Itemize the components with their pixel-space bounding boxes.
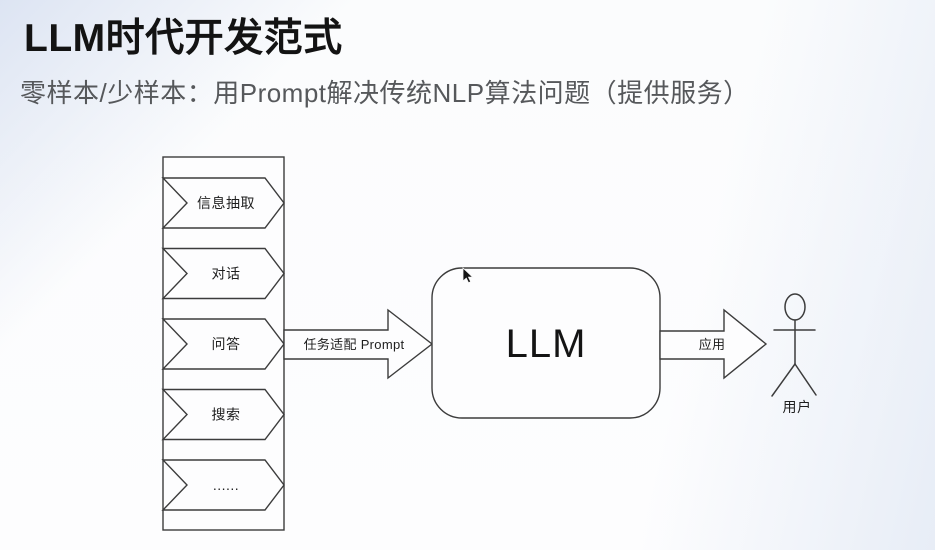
task-item-extraction: 信息抽取 xyxy=(161,177,285,229)
llm-box-group: LLM xyxy=(431,267,661,419)
task-item-dialogue: 对话 xyxy=(161,247,285,300)
prompt-arrow xyxy=(283,308,434,380)
apply-arrow-label: 应用 xyxy=(699,337,726,352)
prompt-arrow-label: 任务适配 Prompt xyxy=(304,337,405,352)
slide-title: LLM时代开发范式 xyxy=(24,17,343,60)
mouse-cursor-icon xyxy=(462,267,474,284)
user-label: 用户 xyxy=(783,399,812,415)
task-item-qa: 问答 xyxy=(161,318,285,370)
task-label: 问答 xyxy=(212,336,241,352)
task-label: 信息抽取 xyxy=(197,195,255,211)
user-figure-left-leg xyxy=(771,363,796,397)
task-item-search: 搜索 xyxy=(161,388,285,441)
task-label: ...... xyxy=(213,477,239,493)
apply-arrow xyxy=(659,308,768,380)
llm-box-label: LLM xyxy=(506,322,587,366)
prompt-arrow-group: 任务适配 Prompt xyxy=(283,308,434,380)
apply-arrow-group: 应用 xyxy=(659,308,768,380)
task-label: 对话 xyxy=(212,266,241,282)
task-chevron xyxy=(161,459,285,511)
slide-subtitle: 零样本/少样本：用Prompt解决传统NLP算法问题（提供服务） xyxy=(20,78,750,108)
task-label: 搜索 xyxy=(212,407,241,423)
task-chevron xyxy=(161,247,285,300)
task-chevron xyxy=(161,318,285,370)
user-figure: 用户 xyxy=(771,293,817,415)
task-chevron xyxy=(161,388,285,441)
user-figure-head xyxy=(784,293,806,321)
task-item-more: ...... xyxy=(161,459,285,511)
user-figure-right-leg xyxy=(794,363,817,396)
task-chevron xyxy=(161,177,285,229)
